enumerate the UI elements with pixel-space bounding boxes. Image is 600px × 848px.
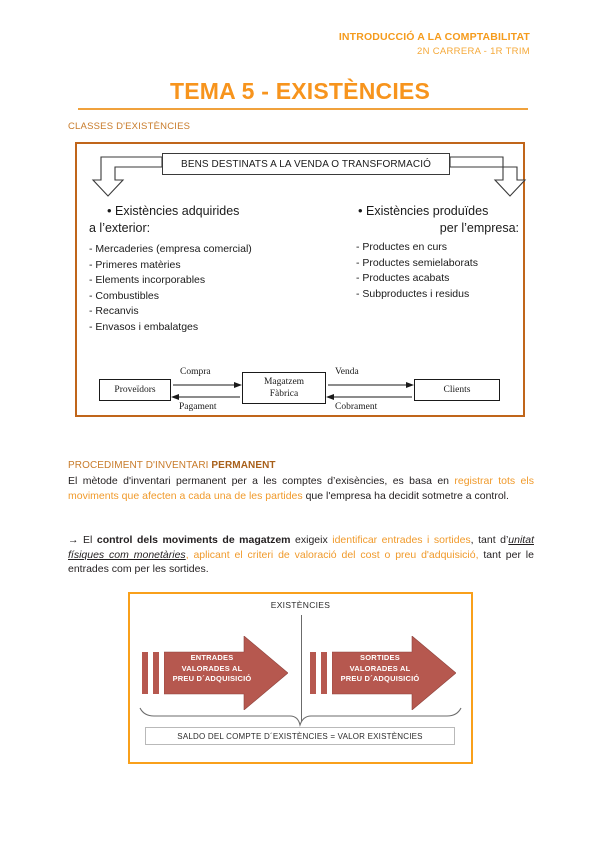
- supply-chain-flow: Proveïdors Magatzem Fàbrica Clients Comp…: [77, 366, 527, 414]
- p2-bold: control dels moviments de magatzem: [96, 534, 291, 546]
- bullet-dot-icon: •: [107, 203, 112, 218]
- document-header: INTRODUCCIÓ A LA COMPTABILITAT 2N CARRER…: [339, 30, 530, 59]
- sortides-line2: VALORADES AL: [349, 663, 411, 673]
- center-divider: [300, 615, 302, 721]
- page-title: TEMA 5 - EXISTÈNCIES: [169, 78, 431, 104]
- classes-existencies-diagram: BENS DESTINATS A LA VENDA O TRANSFORMACI…: [75, 142, 527, 417]
- list-item: - Recanvis: [89, 305, 139, 317]
- sortides-arrow-text: SORTIDES VALORADES AL PREU D´ADQUISICIÓ: [334, 653, 426, 685]
- p2-underlined: unitat físiques com monetàries: [68, 534, 534, 561]
- right-bullet-heading: • Existències produïdes: [352, 202, 527, 220]
- right-items: - Productes en curs - Productes semielab…: [352, 240, 527, 302]
- flow-arrows: [171, 382, 414, 400]
- flow-node-warehouse-line2: Fàbrica: [269, 389, 299, 399]
- entrades-arrow-text: ENTRADES VALORADES AL PREU D´ADQUISICIÓ: [166, 653, 258, 685]
- right-column: • Existències produïdes per l’empresa: -…: [352, 202, 527, 302]
- subsection-heading-bold: PERMANENT: [211, 460, 276, 471]
- sortides-arrow-group: SORTIDES VALORADES AL PREU D´ADQUISICIÓ: [310, 636, 460, 710]
- sortides-line3: PREU D´ADQUISICIÓ: [340, 674, 420, 683]
- flow-node-warehouse-line1: Magatzem: [263, 377, 305, 387]
- list-item: - Productes en curs: [356, 241, 448, 253]
- p2-highlight-2: , aplicant el criteri de valoració del c…: [185, 548, 479, 561]
- flow-node-warehouse: Magatzem Fàbrica: [242, 372, 326, 404]
- p2-part-b: , tant d’: [470, 534, 509, 546]
- list-item: - Productes semielaborats: [356, 256, 478, 269]
- list-item: - Elements incorporables: [89, 274, 206, 286]
- p2-part-a: exigeix: [290, 534, 333, 546]
- saldo-box: SALDO DEL COMPTE D´EXISTÈNCIES = VALOR E…: [145, 727, 455, 745]
- p2-part-c: tant per le entrades com per les sortide…: [68, 548, 534, 576]
- summary-brace-icon: [139, 707, 462, 728]
- paragraph-inventari: El mètode d'inventari permanent per a le…: [68, 474, 534, 503]
- course-subtitle: 2N CARRERA - 1R TRIM: [417, 46, 530, 57]
- flow-node-suppliers: Proveïdors: [99, 379, 171, 401]
- left-bullet-heading: • Existències adquirides: [89, 202, 309, 220]
- p1-part-a: El mètode d'inventari permanent per a le…: [68, 475, 455, 487]
- entrades-bar-2: [153, 652, 159, 694]
- flow-label-venda: Venda: [335, 367, 359, 377]
- left-bullet-heading-line2-wrap: a l’exterior:: [89, 220, 309, 237]
- section-label: CLASSES D'EXISTÈNCIES: [68, 121, 191, 132]
- left-bullet-heading-line1: Existències adquirides: [115, 204, 240, 218]
- p2-highlight-1: identificar entrades i sortides: [332, 534, 471, 546]
- subsection-heading: PROCEDIMENT D'INVENTARI PERMANENT: [68, 460, 276, 471]
- list-item: - Subproductes i residus: [356, 287, 470, 300]
- list-item: - Productes acabats: [356, 272, 450, 284]
- sortides-bar-2: [321, 652, 327, 694]
- connector-arrows: [91, 156, 527, 197]
- flow-label-compra: Compra: [180, 367, 211, 377]
- head-box: BENS DESTINATS A LA VENDA O TRANSFORMACI…: [162, 153, 450, 175]
- subsection-heading-normal: PROCEDIMENT D'INVENTARI: [68, 460, 212, 471]
- course-title: INTRODUCCIÓ A LA COMPTABILITAT: [338, 31, 530, 43]
- paragraph-control: → El control dels moviments de magatzem …: [68, 533, 534, 577]
- entrades-line2: VALORADES AL: [181, 663, 243, 673]
- right-bullet-heading-line1: Existències produïdes: [366, 204, 489, 218]
- list-item: - Primeres matèries: [89, 258, 181, 271]
- left-bullet-heading-line2: a l’exterior:: [89, 221, 151, 235]
- left-items: - Mercaderies (empresa comercial) - Prim…: [89, 242, 309, 335]
- p1-highlight: registrar tots els moviments que afecten…: [68, 475, 534, 502]
- left-column: • Existències adquirides a l’exterior: -…: [89, 202, 309, 335]
- sortides-arrow-icon: [332, 636, 456, 710]
- flow-node-clients-label: Clients: [443, 385, 471, 395]
- flow-label-pagament: Pagament: [179, 402, 217, 412]
- right-bullet-heading-line2: per l’empresa:: [439, 221, 519, 235]
- bullet-dot-icon: •: [358, 203, 363, 218]
- list-item: - Envasos i embalatges: [89, 320, 199, 333]
- entrades-bar-1: [142, 652, 148, 694]
- sortides-line1: SORTIDES: [360, 653, 400, 662]
- sortides-bar-1: [310, 652, 316, 694]
- entrades-arrow-group: ENTRADES VALORADES AL PREU D´ADQUISICIÓ: [142, 636, 292, 710]
- entrades-line1: ENTRADES: [190, 653, 234, 662]
- p1-part-b: que l'empresa ha decidit sotmetre a cont…: [302, 489, 509, 502]
- entrades-line3: PREU D´ADQUISICIÓ: [172, 674, 252, 683]
- entrades-arrow-icon: [164, 636, 288, 710]
- right-bullet-heading-line2-wrap: per l’empresa:: [352, 220, 527, 237]
- flow-label-cobrament: Cobrament: [335, 402, 378, 412]
- flow-node-clients: Clients: [414, 379, 500, 401]
- flow-node-suppliers-label: Proveïdors: [114, 385, 156, 395]
- list-item: - Combustibles: [89, 289, 160, 302]
- list-item: - Mercaderies (empresa comercial): [89, 243, 252, 255]
- p2-arrow-marker: → El: [68, 534, 97, 546]
- title-divider: [78, 108, 528, 110]
- entrades-sortides-diagram: EXISTÈNCIES ENTRADES VALORADES AL PREU D…: [128, 592, 473, 764]
- existencies-label: EXISTÈNCIES: [270, 600, 331, 610]
